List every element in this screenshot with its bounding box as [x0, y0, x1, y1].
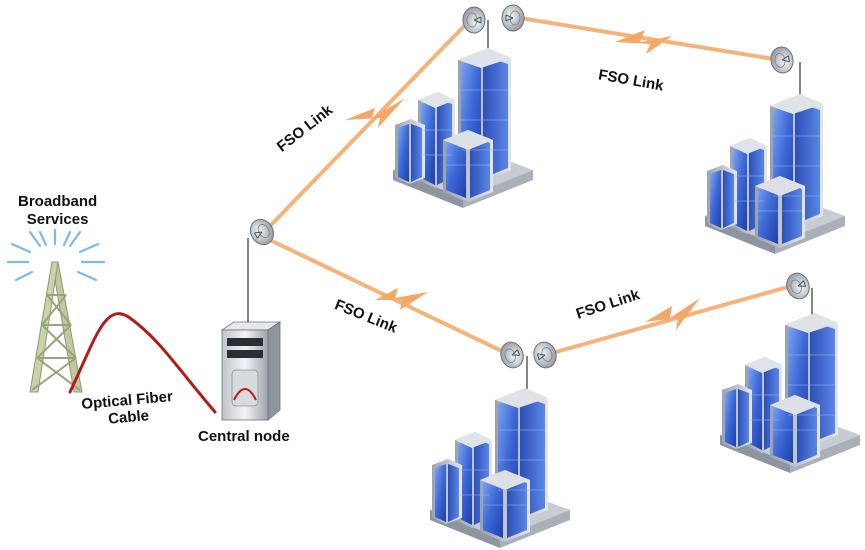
fso-beam-lines	[268, 16, 797, 357]
office-building-icon	[392, 47, 534, 209]
lightning-beam-icon	[345, 30, 700, 330]
broadband-label-line2: Services	[26, 211, 89, 228]
office-building-icon	[719, 312, 861, 474]
broadband-label-line1: Broadband	[18, 193, 98, 210]
central-node-label: Central node	[198, 428, 290, 445]
office-building-icon	[429, 387, 571, 549]
office-building-icon	[704, 93, 846, 255]
broadcast-tower-icon	[6, 228, 106, 393]
optical-fiber-cable	[68, 312, 217, 414]
broadband-services-label: Broadband Services	[18, 193, 97, 229]
server-icon	[220, 238, 282, 421]
